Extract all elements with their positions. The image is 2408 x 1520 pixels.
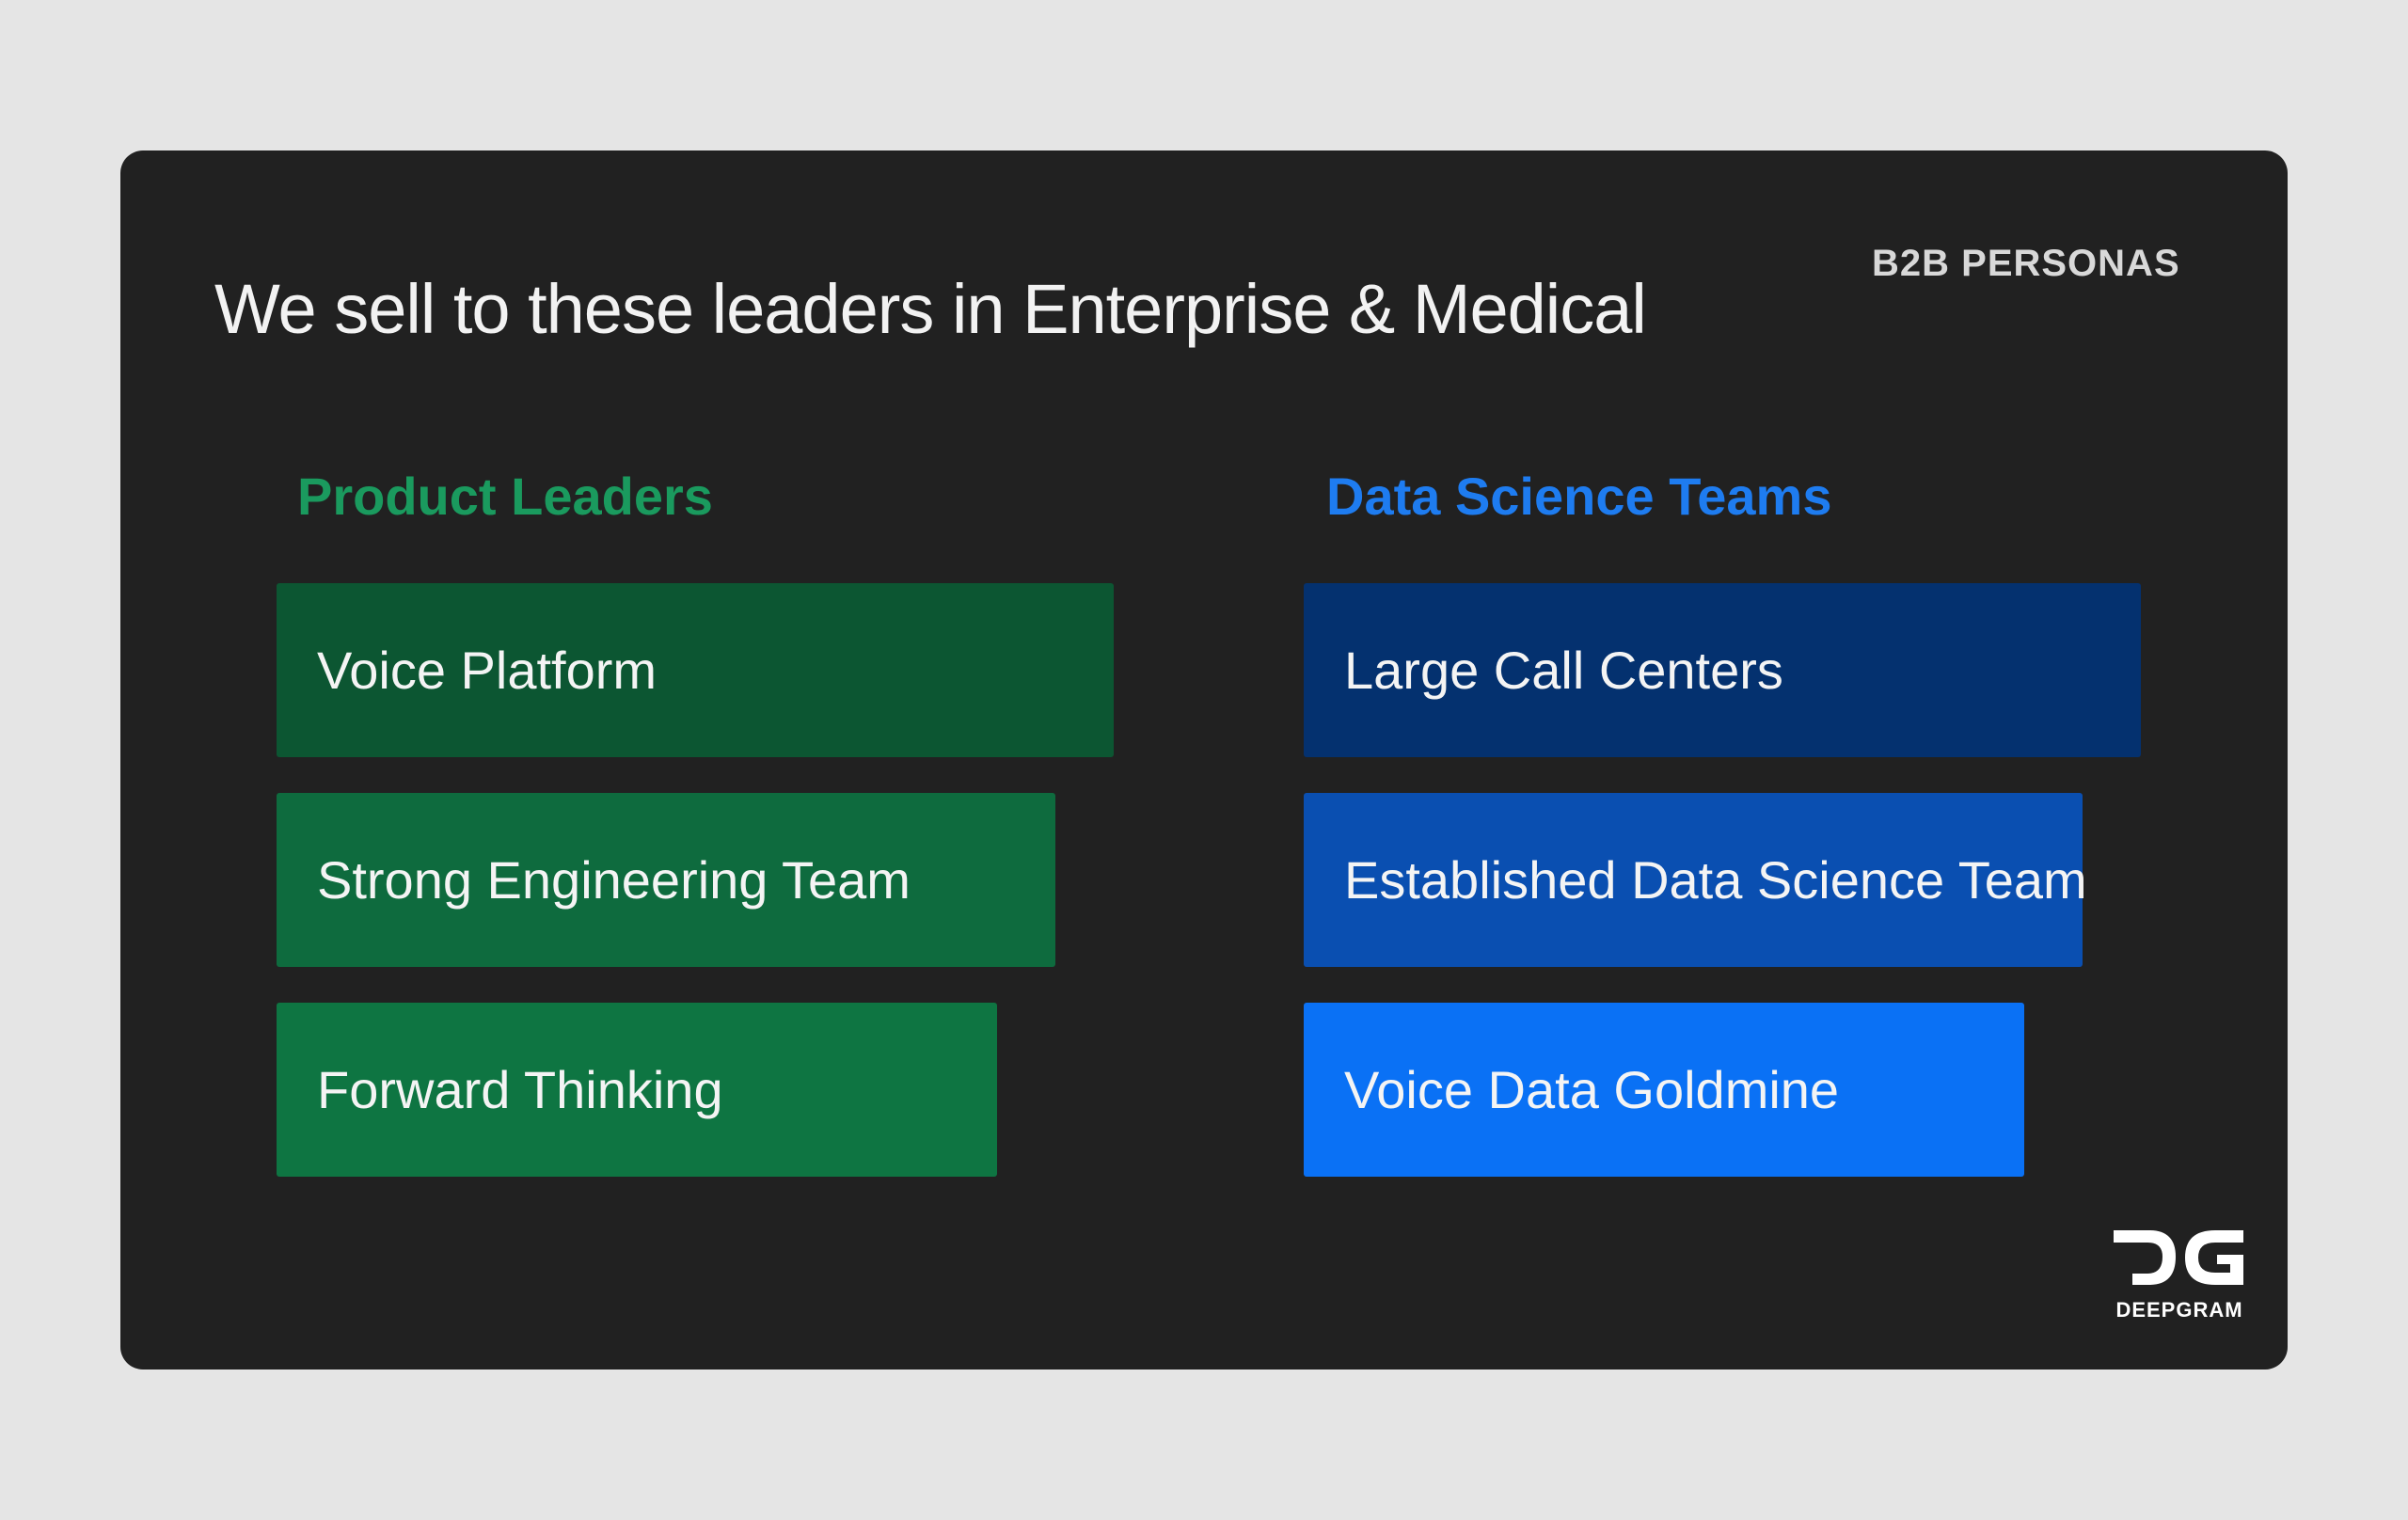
- persona-bar-large-call-centers: Large Call Centers: [1304, 583, 2141, 757]
- slide-title: We sell to these leaders in Enterprise &…: [214, 270, 1647, 348]
- persona-bar-label: Forward Thinking: [317, 1060, 723, 1119]
- persona-bar-label: Strong Engineering Team: [317, 850, 911, 910]
- data-science-teams-heading: Data Science Teams: [1326, 467, 1832, 526]
- logo-text: DEEPGRAM: [2115, 1298, 2242, 1322]
- persona-bar-label: Voice Platform: [317, 641, 657, 700]
- persona-bar-label: Established Data Science Team: [1344, 850, 2087, 910]
- product-leaders-heading: Product Leaders: [297, 467, 713, 526]
- persona-bar-forward-thinking: Forward Thinking: [277, 1003, 997, 1177]
- slide-tag: B2B PERSONAS: [1872, 243, 2180, 284]
- persona-bar-label: Voice Data Goldmine: [1344, 1060, 1840, 1119]
- persona-bar-label: Large Call Centers: [1344, 641, 1783, 700]
- persona-bar-voice-data-goldmine: Voice Data Goldmine: [1304, 1003, 2024, 1177]
- persona-bar-strong-engineering-team: Strong Engineering Team: [277, 793, 1055, 967]
- slide: B2B PERSONAS We sell to these leaders in…: [120, 150, 2288, 1370]
- persona-bar-established-data-science-team: Established Data Science Team: [1304, 793, 2087, 967]
- deepgram-logo-icon: DEEPGRAM: [2112, 1228, 2248, 1322]
- persona-bar-voice-platform: Voice Platform: [277, 583, 1114, 757]
